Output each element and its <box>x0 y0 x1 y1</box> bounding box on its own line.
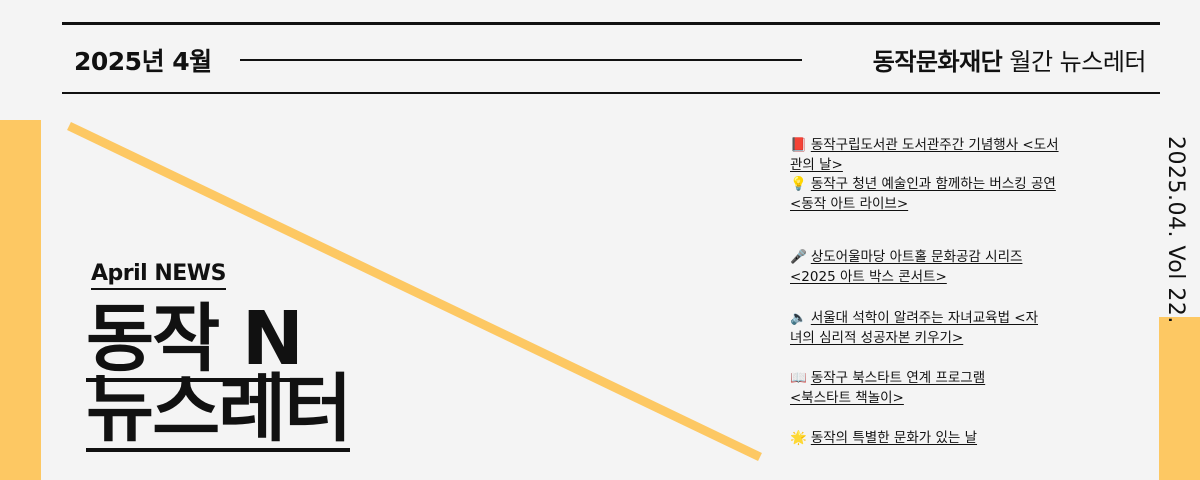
publisher-name: 동작문화재단 <box>872 48 1003 76</box>
star-icon: 🌟 <box>790 430 807 446</box>
speaker-icon: 🔈 <box>790 310 807 326</box>
news-item-line2: 녀의 심리적 성공자본 키우기> <box>790 330 964 346</box>
open-book-icon: 📖 <box>790 370 807 386</box>
news-item-culture-day[interactable]: 🌟동작의 특별한 문화가 있는 날 <box>790 428 1065 448</box>
news-item-art-live[interactable]: 💡동작구 청년 예술인과 함께하는 버스킹 공연 <동작 아트 라이브> <box>790 174 1065 214</box>
hero-title-line-1: 동작 N <box>86 296 304 382</box>
news-item-line1: 동작의 특별한 문화가 있는 날 <box>810 430 978 446</box>
news-item-line2: <2025 아트 박스 콘서트> <box>790 269 947 285</box>
lightbulb-icon: 💡 <box>790 176 807 192</box>
book-icon: 📕 <box>790 137 807 153</box>
top-rule <box>62 22 1160 25</box>
header-divider <box>240 59 802 61</box>
news-item-bookstart[interactable]: 📖동작구 북스타트 연계 프로그램 <북스타트 책놀이> <box>790 368 1065 408</box>
news-item-line1: 서울대 석학이 알려주는 자녀교육법 <자 <box>810 310 1039 326</box>
news-item-line1: 동작구립도서관 도서관주간 기념행사 <도서관의 날> <box>790 137 1059 173</box>
volume-label: 2025.04. Vol 22. <box>1163 136 1188 324</box>
microphone-icon: 🎤 <box>790 249 807 265</box>
news-item-line2: <동작 아트 라이브> <box>790 196 909 212</box>
news-item-line2: <북스타트 책놀이> <box>790 390 904 406</box>
publisher-title: 동작문화재단 월간 뉴스레터 <box>872 42 1147 77</box>
header-bottom-rule <box>62 92 1160 94</box>
news-item-line1: 상도어울마당 아트홀 문화공감 시리즈 <box>810 249 1023 265</box>
news-item-library-day[interactable]: 📕동작구립도서관 도서관주간 기념행사 <도서관의 날> <box>790 135 1065 175</box>
hero-title-line-2: 뉴스레터 <box>86 366 352 452</box>
diagonal-line <box>67 121 762 462</box>
right-accent-bar <box>1159 317 1200 480</box>
news-item-art-box-concert[interactable]: 🎤상도어울마당 아트홀 문화공감 시리즈 <2025 아트 박스 콘서트> <box>790 247 1065 287</box>
news-item-line1: 동작구 북스타트 연계 프로그램 <box>810 370 986 386</box>
issue-date: 2025년 4월 <box>74 47 212 76</box>
left-accent-bar <box>0 120 41 480</box>
news-item-line1: 동작구 청년 예술인과 함께하는 버스킹 공연 <box>810 176 1056 192</box>
hero-kicker: April NEWS <box>91 261 226 290</box>
publisher-subtitle: 월간 뉴스레터 <box>1002 48 1146 76</box>
